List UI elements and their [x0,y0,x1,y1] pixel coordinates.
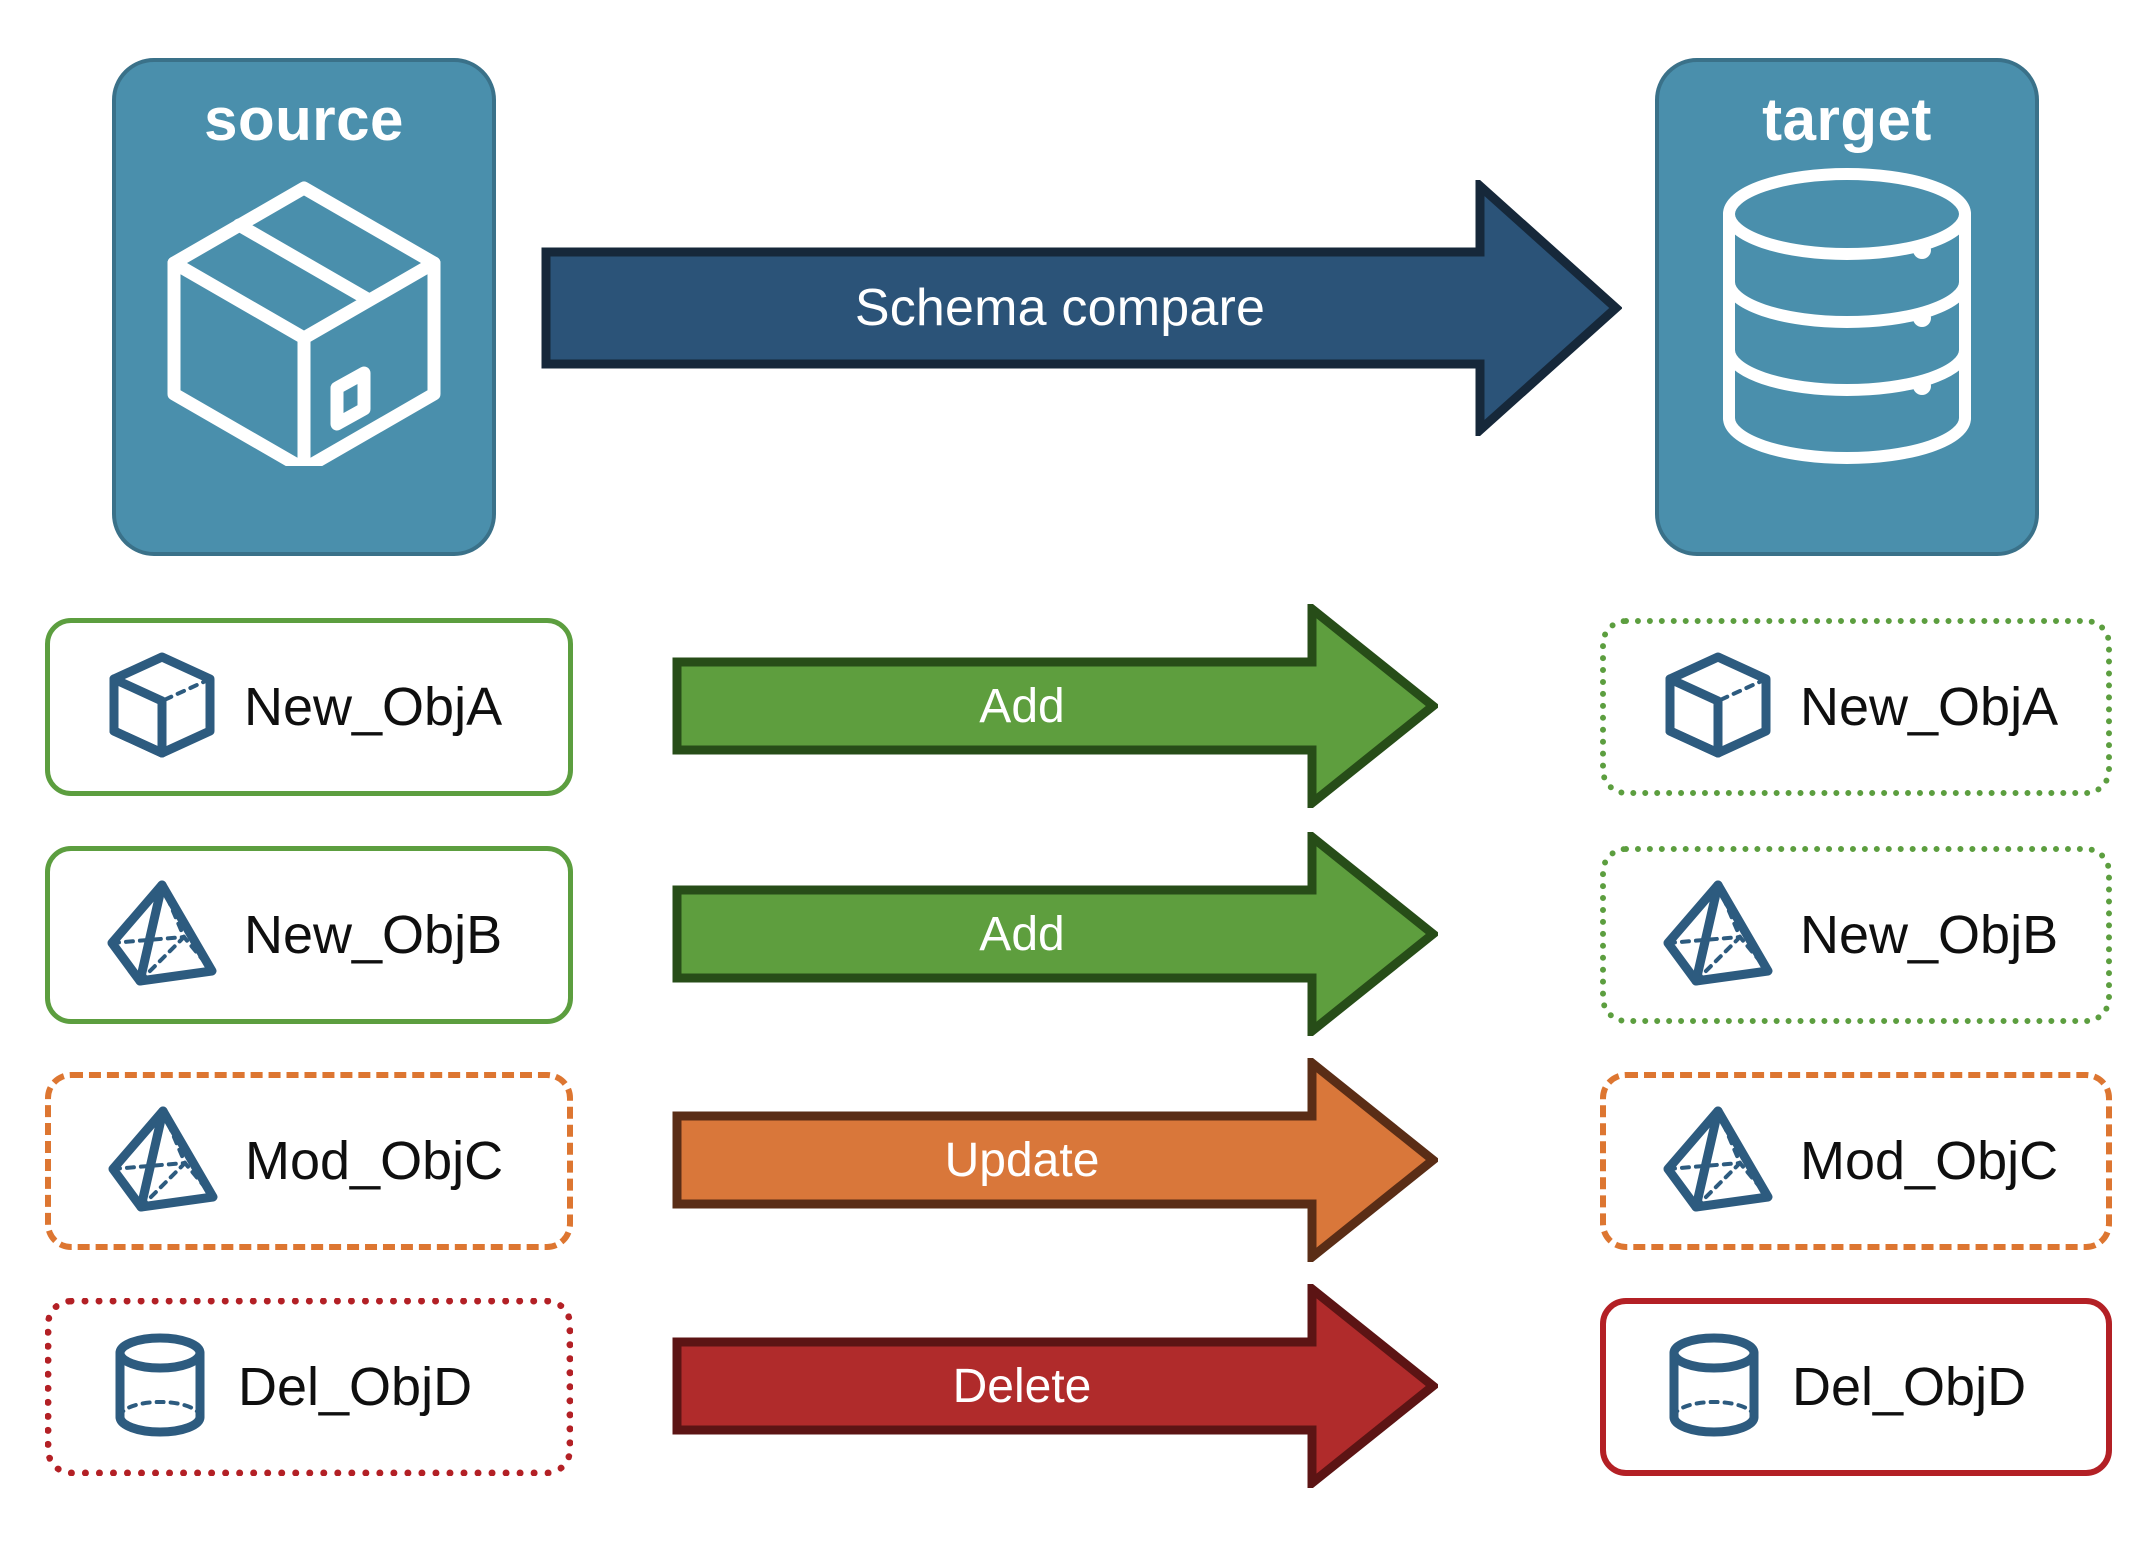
wireframe-pyramid-icon [106,877,218,994]
object-row: Del_ObjD Delete Del_ObjD [0,1279,2150,1493]
source-object-label: Del_ObjD [238,1357,473,1417]
target-object-label: Mod_ObjC [1800,1131,2059,1191]
object-row: New_ObjA Add New_ObjA [0,599,2150,813]
right-arrow-icon [672,1279,1441,1493]
schema-compare-arrow: Schema compare [540,175,1623,441]
source-object-card[interactable]: New_ObjA [45,618,573,796]
database-cylinder-icon [1717,166,1977,471]
package-box-icon [159,166,449,476]
source-object-card[interactable]: Mod_ObjC [45,1072,573,1250]
target-object-label: Del_ObjD [1792,1357,2027,1417]
target-object-label: New_ObjB [1800,905,2059,965]
wireframe-pyramid-icon [1662,877,1774,994]
target-object-card[interactable]: New_ObjA [1600,618,2112,796]
wireframe-cube-icon [106,649,218,766]
target-title: target [1762,86,1932,153]
action-arrow-add[interactable]: Add [672,827,1441,1041]
object-row: New_ObjB Add New_ObjB [0,827,2150,1041]
target-object-card[interactable]: Mod_ObjC [1600,1072,2112,1250]
target-object-card[interactable]: New_ObjB [1600,846,2112,1024]
source-object-label: Mod_ObjC [245,1131,504,1191]
wireframe-cube-icon [1662,649,1774,766]
source-object-card[interactable]: Del_ObjD [45,1298,573,1476]
source-object-label: New_ObjA [244,677,503,737]
source-object-label: New_ObjB [244,905,503,965]
target-object-card[interactable]: Del_ObjD [1600,1298,2112,1476]
target-endpoint-card: target [1655,58,2039,556]
target-object-label: New_ObjA [1800,677,2059,737]
right-arrow-icon [541,175,1623,441]
wireframe-cylinder-icon [1662,1329,1766,1446]
source-endpoint-card: source [112,58,496,556]
wireframe-pyramid-icon [1662,1103,1774,1220]
right-arrow-icon [672,599,1441,813]
action-arrow-add[interactable]: Add [672,599,1441,813]
action-arrow-update[interactable]: Update [672,1053,1441,1267]
source-title: source [204,86,404,153]
object-row: Mod_ObjC Update Mod_ObjC [0,1053,2150,1267]
action-arrow-delete[interactable]: Delete [672,1279,1441,1493]
right-arrow-icon [672,1053,1441,1267]
right-arrow-icon [672,827,1441,1041]
source-object-card[interactable]: New_ObjB [45,846,573,1024]
wireframe-pyramid-icon [107,1103,219,1220]
wireframe-cylinder-icon [108,1329,212,1446]
